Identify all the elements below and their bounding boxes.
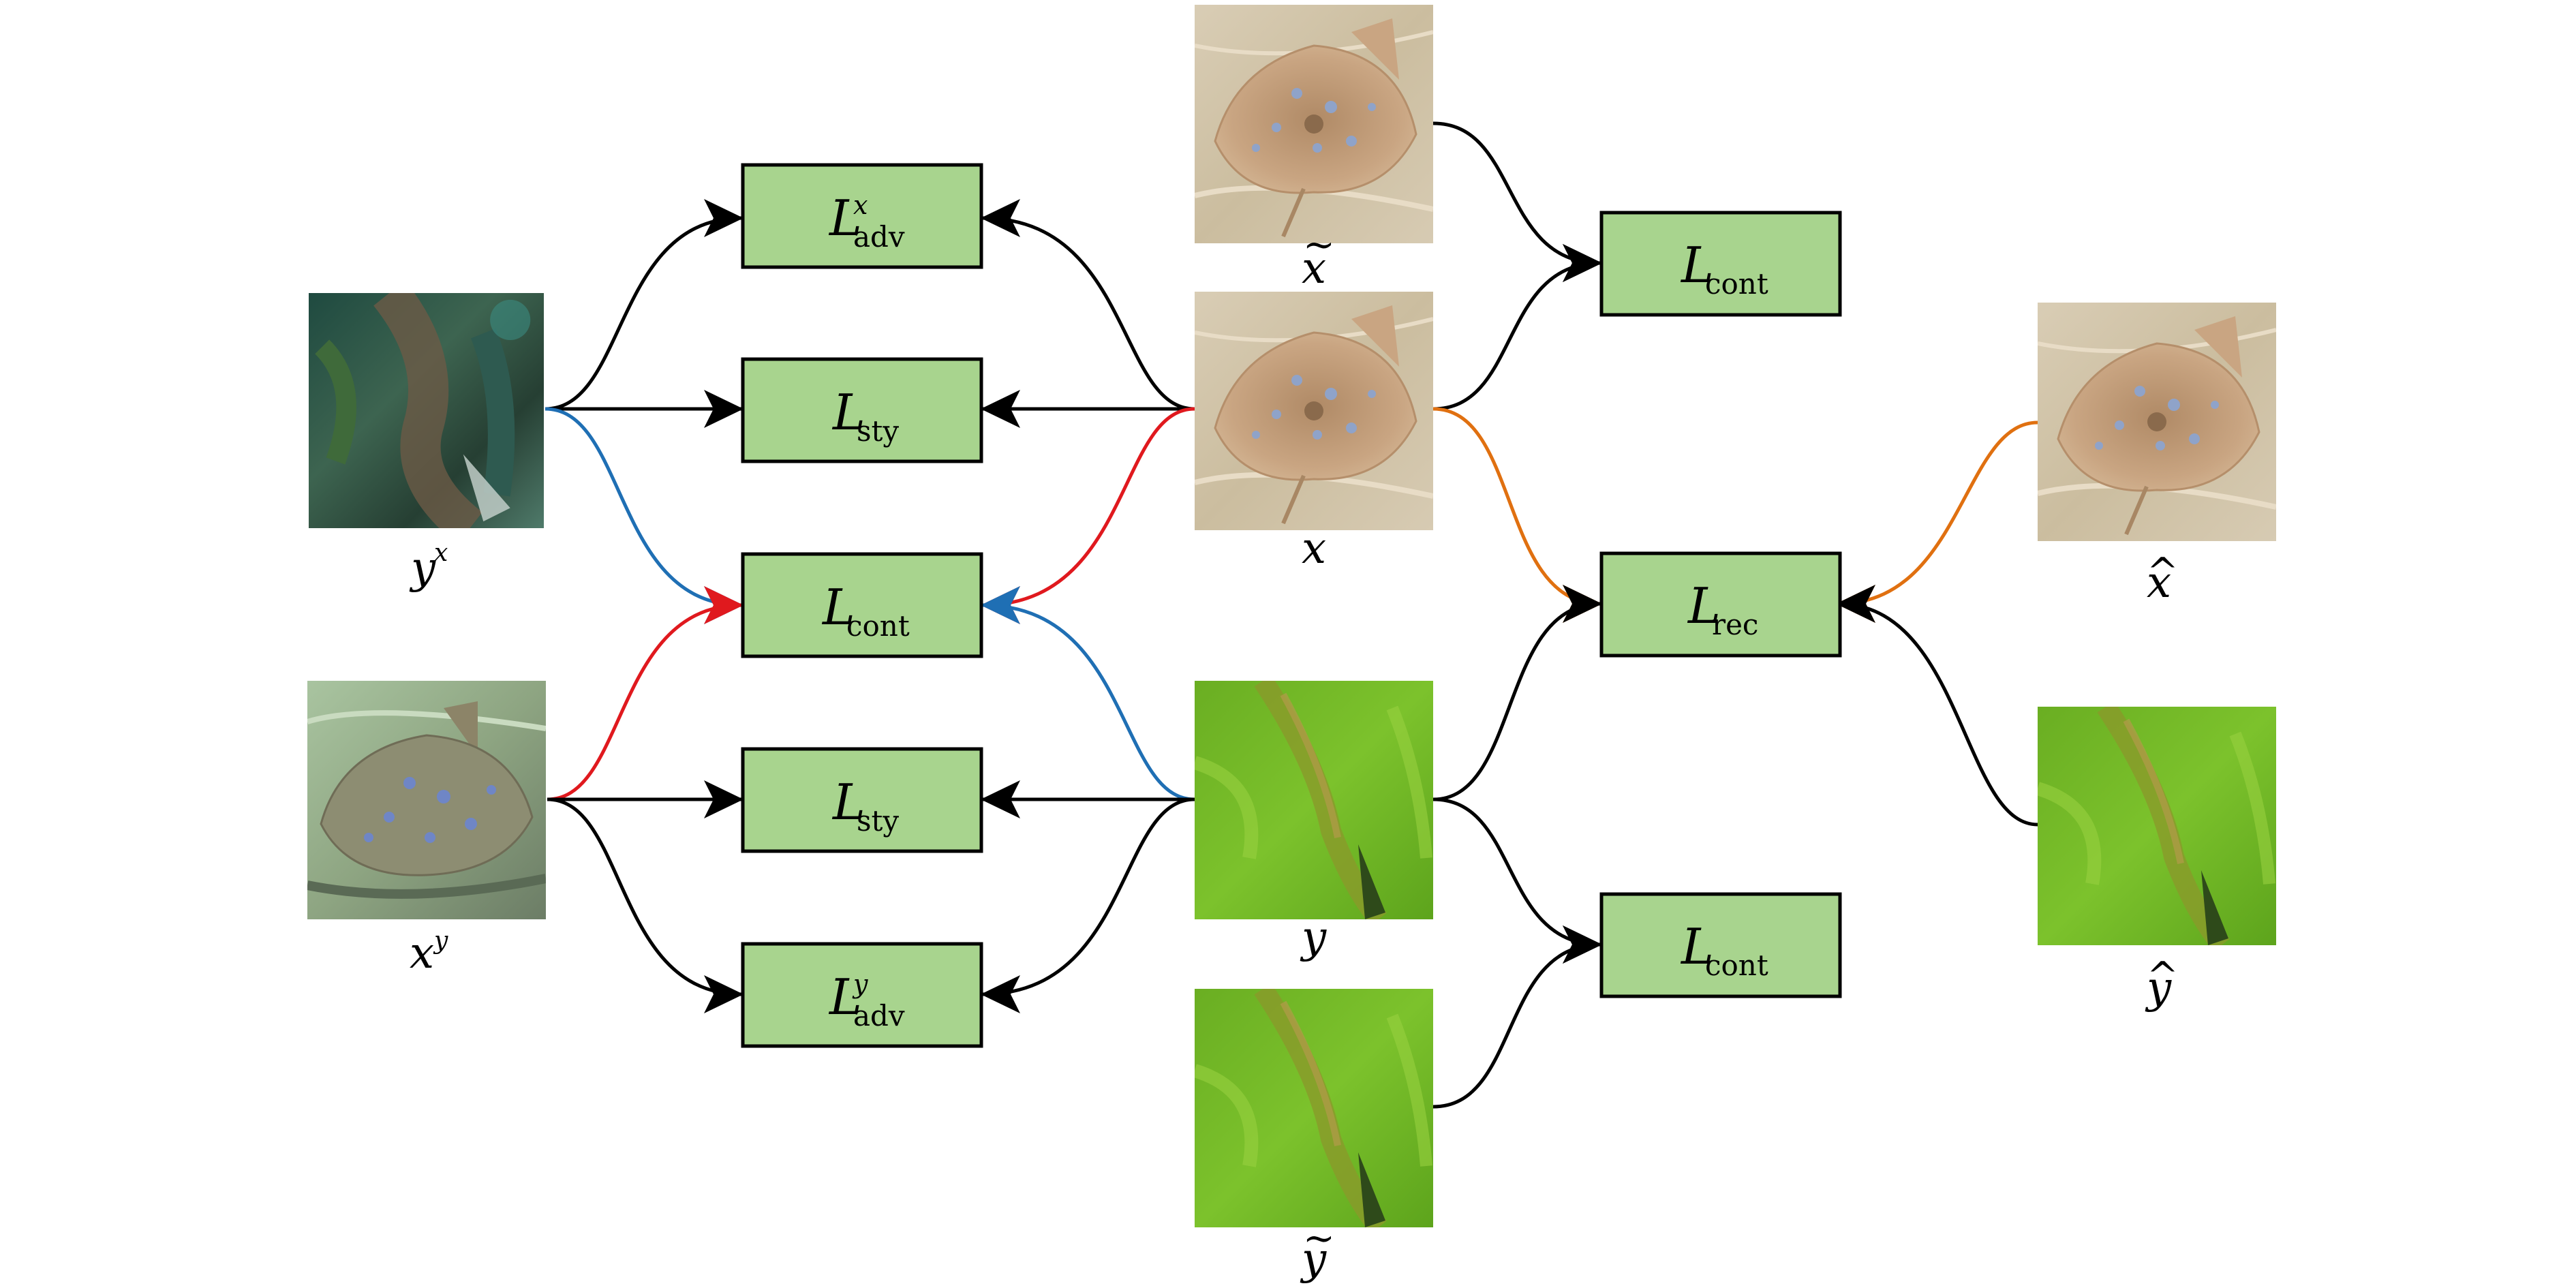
svg-text:cont: cont — [1705, 949, 1768, 982]
edge-x-to-advx — [981, 199, 1195, 411]
svg-text:^: ^ — [2147, 954, 2179, 998]
edge-y-to-cont — [981, 586, 1195, 801]
svg-text:y: y — [433, 927, 448, 955]
edge-x-to-contr1 — [1432, 244, 1602, 411]
label-y-hat: ^ y — [2145, 954, 2179, 1013]
svg-text:L: L — [831, 773, 865, 831]
svg-text:sty: sty — [857, 414, 899, 448]
label-y-x: y x — [409, 539, 448, 594]
label-x: x — [1302, 523, 1326, 574]
edge-y-to-advy — [981, 797, 1195, 1013]
box-loss-adv-x: L x adv — [741, 163, 983, 269]
box-loss-sty-1: L sty — [741, 357, 983, 463]
svg-text:adv: adv — [853, 999, 905, 1032]
box-loss-cont-right-bottom: L cont — [1599, 892, 1842, 998]
svg-text:L: L — [1680, 918, 1714, 975]
svg-text:L: L — [828, 968, 862, 1026]
svg-text:y: y — [852, 969, 868, 999]
label-y-tilde: ~ y — [1300, 1216, 1335, 1285]
box-loss-cont-right-top: L cont — [1599, 211, 1842, 317]
image-x-hat — [2038, 303, 2276, 541]
label-x-hat: ^ x — [2147, 550, 2179, 608]
svg-text:y: y — [1300, 913, 1327, 963]
svg-text:x: x — [2147, 557, 2171, 608]
box-loss-sty-2: L sty — [741, 747, 983, 853]
svg-text:L: L — [821, 579, 855, 636]
edge-xy-to-advy — [547, 797, 743, 1013]
svg-text:x: x — [1302, 243, 1326, 294]
svg-text:sty: sty — [857, 804, 899, 838]
label-x-tilde: ~ x — [1302, 223, 1335, 294]
edge-yx-to-cont — [545, 407, 743, 624]
edge-ytilde-to-contr2 — [1432, 925, 1602, 1109]
svg-text:~: ~ — [1303, 1216, 1335, 1261]
image-y-hat — [2038, 707, 2276, 945]
edge-yx-to-advx — [545, 199, 743, 411]
svg-text:y: y — [2145, 963, 2172, 1013]
svg-text:^: ^ — [2147, 550, 2179, 594]
edge-x-to-rec — [1432, 407, 1602, 623]
svg-text:x: x — [434, 539, 448, 567]
svg-text:~: ~ — [1303, 223, 1335, 267]
label-x-y: x y — [410, 927, 448, 979]
edge-xy-to-cont — [547, 586, 743, 801]
image-x-tilde — [1195, 5, 1433, 243]
edge-xhat-to-rec — [1836, 420, 2038, 623]
edge-y-to-contr2 — [1432, 797, 1602, 964]
edge-x-to-cont — [981, 407, 1195, 624]
svg-text:L: L — [1687, 577, 1721, 634]
svg-text:y: y — [1300, 1234, 1327, 1285]
edge-yhat-to-rec — [1836, 585, 2038, 827]
image-y-x — [309, 293, 544, 528]
svg-text:cont: cont — [1705, 267, 1768, 301]
image-x — [1195, 292, 1433, 530]
box-loss-adv-y: L y adv — [741, 942, 983, 1048]
svg-text:y: y — [409, 543, 436, 594]
svg-text:adv: adv — [853, 220, 905, 254]
label-y: y — [1300, 913, 1327, 963]
image-y — [1195, 681, 1433, 919]
box-loss-cont-center: L cont — [741, 552, 983, 658]
image-x-y — [307, 681, 546, 919]
svg-text:rec: rec — [1712, 608, 1758, 641]
svg-text:x: x — [1302, 523, 1326, 574]
image-y-tilde — [1195, 989, 1433, 1227]
edge-xtilde-to-contr1 — [1432, 121, 1602, 282]
svg-text:cont: cont — [846, 609, 910, 643]
svg-text:L: L — [828, 189, 862, 247]
svg-text:x: x — [410, 928, 434, 979]
box-loss-rec: L rec — [1599, 551, 1842, 658]
svg-text:L: L — [831, 384, 865, 441]
edge-y-to-rec — [1432, 585, 1602, 801]
svg-text:x: x — [853, 190, 868, 220]
svg-text:L: L — [1680, 236, 1714, 294]
